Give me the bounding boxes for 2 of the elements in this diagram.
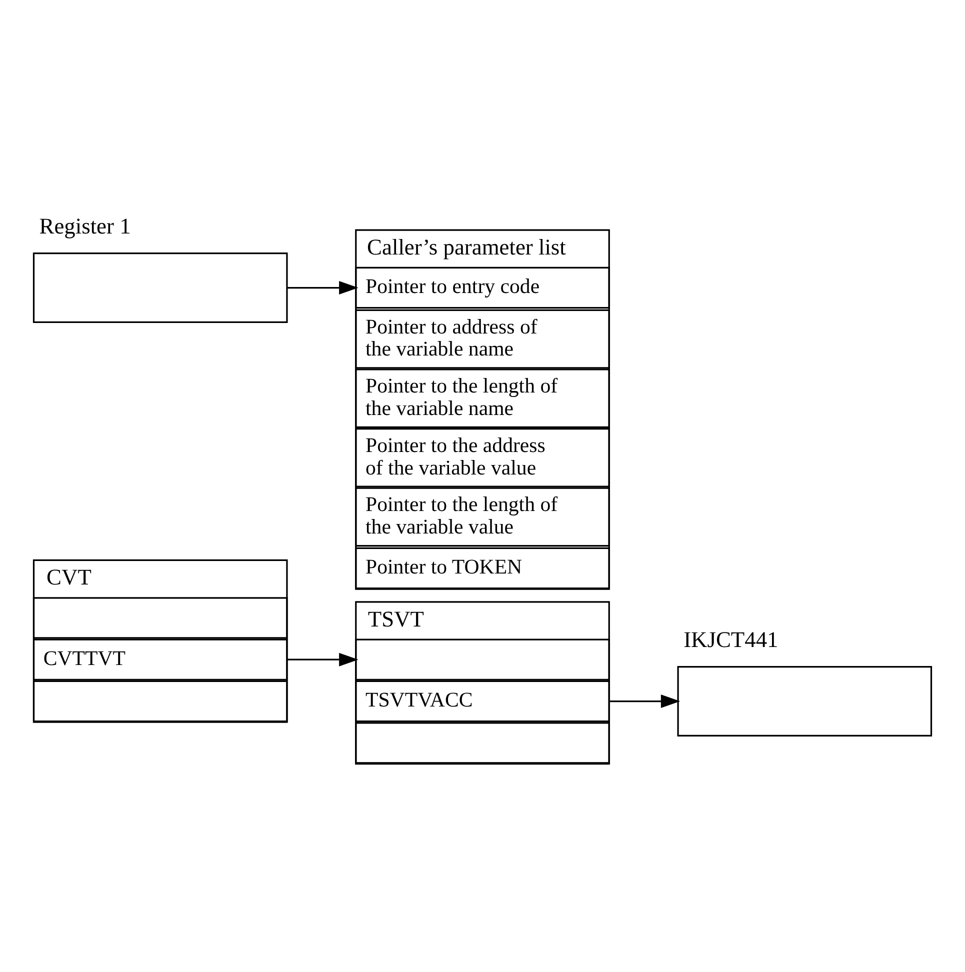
node-label: Register 1 [39, 213, 131, 238]
node-label: IKJCT441 [684, 626, 778, 652]
